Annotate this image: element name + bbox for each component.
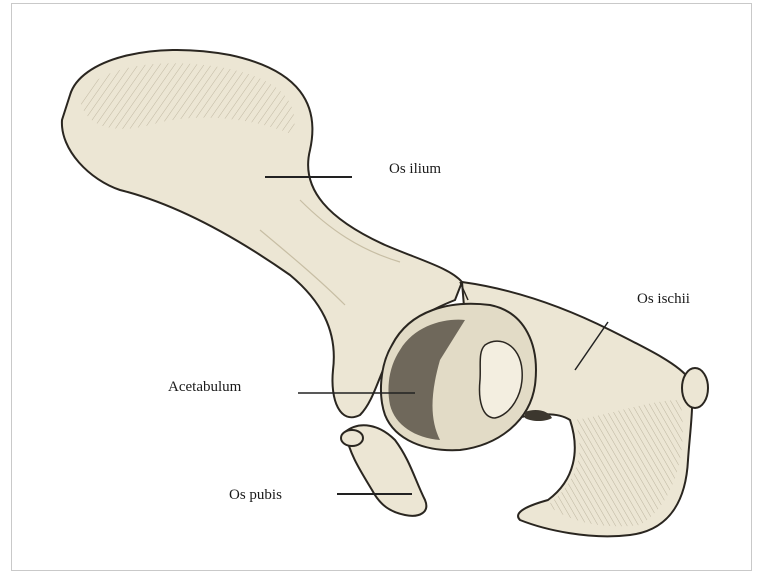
label-os-ischii: Os ischii: [637, 290, 690, 308]
label-os-ilium: Os ilium: [389, 160, 441, 178]
label-os-pubis: Os pubis: [229, 486, 282, 504]
ischial-tuberosity: [682, 368, 708, 408]
label-acetabulum: Acetabulum: [168, 378, 241, 396]
pubis-tubercle: [341, 430, 363, 446]
